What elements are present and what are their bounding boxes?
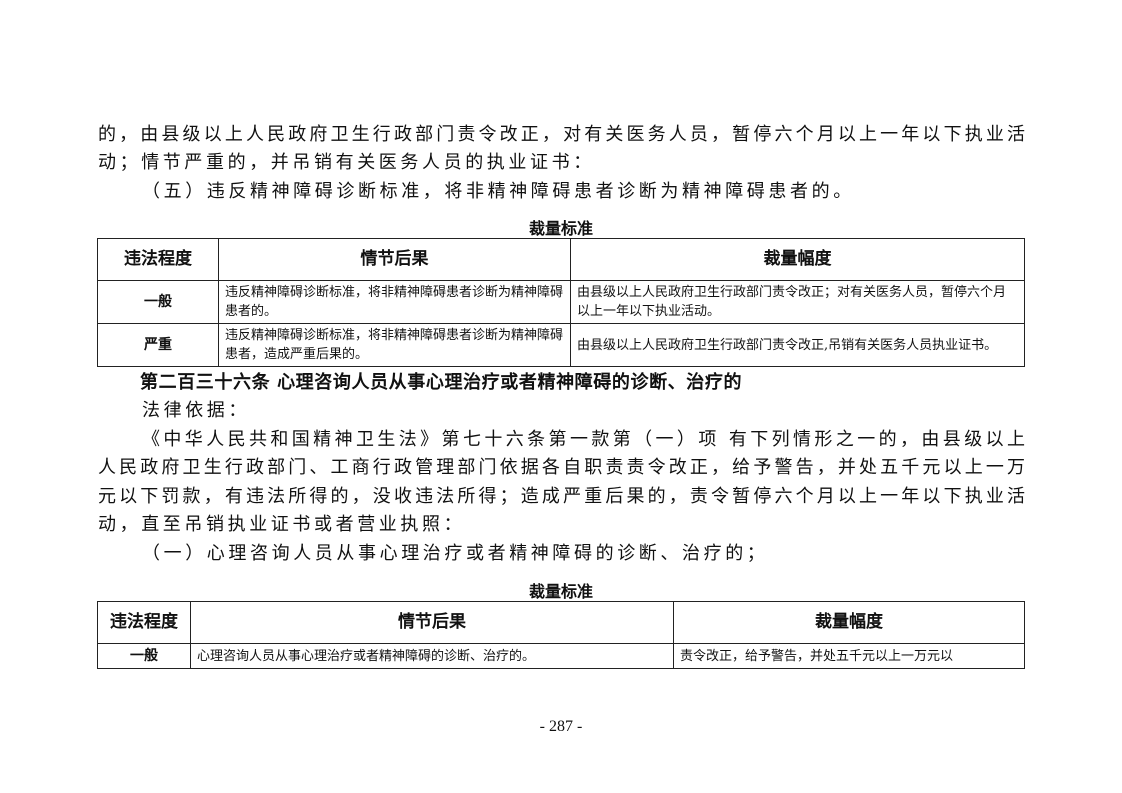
cell-range: 责令改正，给予警告，并处五千元以上一万元以 [673, 643, 1025, 669]
header-level: 违法程度 [97, 601, 191, 644]
basis-line-1: 《中华人民共和国精神卫生法》第七十六条第一款第（一）项 有下列情形之一的，由县级… [142, 429, 1025, 450]
header-range: 裁量幅度 [570, 238, 1025, 281]
page-number: - 287 - [539, 718, 583, 735]
item-one: （一）心理咨询人员从事心理治疗或者精神障碍的诊断、治疗的； [142, 543, 769, 564]
header-circumstance: 情节后果 [218, 238, 571, 281]
basis-line-3: 元以下罚款，有违法所得的，没收违法所得；造成严重后果的，责令暂停六个月以上一年以… [98, 486, 1025, 507]
table-row: 一般 违反精神障碍诊断标准，将非精神障碍患者诊断为精神障碍患者的。 由县级以上人… [97, 280, 1025, 324]
cell-level: 严重 [97, 323, 219, 367]
table-row: 一般 心理咨询人员从事心理治疗或者精神障碍的诊断、治疗的。 责令改正，给予警告，… [97, 643, 1025, 669]
article-heading: 第二百三十六条 心理咨询人员从事心理治疗或者精神障碍的诊断、治疗的 [140, 372, 743, 393]
cell-level: 一般 [97, 280, 219, 324]
intro-line-1: 的，由县级以上人民政府卫生行政部门责令改正，对有关医务人员，暂停六个月以上一年以… [98, 124, 1025, 145]
basis-line-2: 人民政府卫生行政部门、工商行政管理部门依据各自职责责令改正，给予警告，并处五千元… [98, 457, 1025, 478]
header-level: 违法程度 [97, 238, 219, 281]
basis-line-4: 动，直至吊销执业证书或者营业执照： [98, 514, 466, 535]
intro-line-2: 动；情节严重的，并吊销有关医务人员的执业证书： [98, 152, 595, 173]
cell-circumstance: 违反精神障碍诊断标准，将非精神障碍患者诊断为精神障碍患者，造成严重后果的。 [218, 323, 571, 367]
item-five: （五）违反精神障碍诊断标准，将非精神障碍患者诊断为精神障碍患者的。 [142, 181, 855, 202]
table2: 违法程度 情节后果 裁量幅度 一般 心理咨询人员从事心理治疗或者精神障碍的诊断、… [97, 601, 1025, 669]
cell-level: 一般 [97, 643, 191, 669]
table2-title: 裁量标准 [528, 582, 593, 601]
header-circumstance: 情节后果 [190, 601, 674, 644]
cell-range: 由县级以上人民政府卫生行政部门责令改正,吊销有关医务人员执业证书。 [570, 323, 1025, 367]
table1: 违法程度 情节后果 裁量幅度 一般 违反精神障碍诊断标准，将非精神障碍患者诊断为… [97, 238, 1025, 367]
table1-title: 裁量标准 [528, 219, 593, 238]
table-row: 严重 违反精神障碍诊断标准，将非精神障碍患者诊断为精神障碍患者，造成严重后果的。… [97, 323, 1025, 367]
legal-basis-label: 法律依据： [142, 400, 250, 421]
header-range: 裁量幅度 [673, 601, 1025, 644]
table-header-row: 违法程度 情节后果 裁量幅度 [97, 601, 1025, 644]
cell-circumstance: 违反精神障碍诊断标准，将非精神障碍患者诊断为精神障碍患者的。 [218, 280, 571, 324]
cell-range: 由县级以上人民政府卫生行政部门责令改正；对有关医务人员，暂停六个月以上一年以下执… [570, 280, 1025, 324]
table-header-row: 违法程度 情节后果 裁量幅度 [97, 238, 1025, 281]
cell-circumstance: 心理咨询人员从事心理治疗或者精神障碍的诊断、治疗的。 [190, 643, 674, 669]
